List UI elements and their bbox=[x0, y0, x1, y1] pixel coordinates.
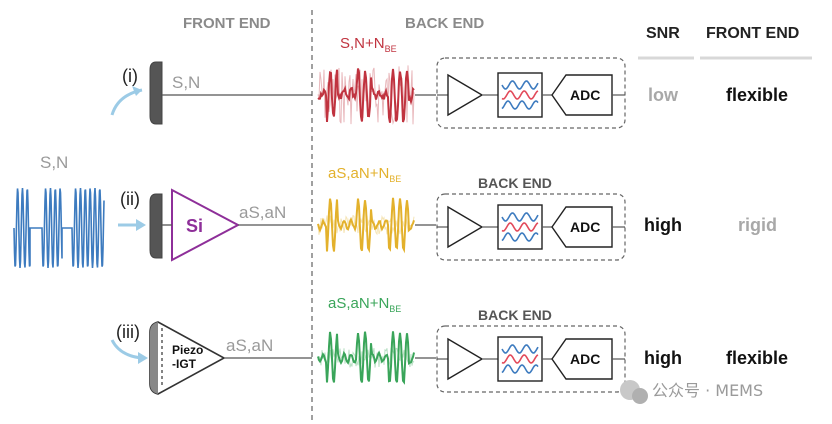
front-end-column-header: FRONT END bbox=[706, 25, 799, 42]
row-iii-backend-box-title: BACK END bbox=[478, 307, 552, 323]
row-ii-arrowhead-icon bbox=[136, 219, 146, 231]
signal-trace-0 bbox=[317, 68, 415, 123]
row-i-front-end-value: flexible bbox=[726, 85, 788, 105]
adc-label: ADC bbox=[570, 87, 600, 103]
row-i-backend-box bbox=[436, 57, 626, 129]
amplifier-icon bbox=[447, 73, 484, 117]
filter-wave-0 bbox=[501, 80, 539, 90]
row-iii-piezo-electrode bbox=[150, 322, 158, 394]
watermark-text: 公众号 · MEMS bbox=[652, 381, 763, 400]
row-ii-signal-label: aS,aN bbox=[239, 203, 286, 222]
snr-column-header: SNR bbox=[646, 25, 680, 42]
filter-wave-2 bbox=[501, 232, 539, 242]
row-iii-device-label-line2: -IGT bbox=[172, 357, 197, 371]
wechat-icon-bubble bbox=[632, 388, 648, 404]
row-iii-signal-chain: ADC bbox=[437, 336, 625, 382]
amplifier-icon bbox=[447, 337, 484, 381]
filter-wave-0 bbox=[501, 212, 539, 222]
row-ii-si-amplifier bbox=[171, 188, 241, 262]
row-ii-snr-value: high bbox=[644, 215, 682, 235]
row-iii: (iii) Piezo -IGT aS,aN aS,aN+NBE BACK EN… bbox=[110, 295, 788, 395]
amplifier-icon bbox=[447, 205, 484, 249]
filter-wave-0 bbox=[501, 344, 539, 354]
row-iii-noisy-waveform bbox=[317, 331, 415, 385]
filter-wave-2 bbox=[501, 364, 539, 374]
watermark: 公众号 · MEMS bbox=[620, 380, 763, 404]
row-iii-front-end-value: flexible bbox=[726, 348, 788, 368]
row-iii-roman-label: (iii) bbox=[116, 322, 140, 342]
row-ii-front-end-value: rigid bbox=[738, 215, 777, 235]
row-i-electrode bbox=[149, 61, 163, 125]
filter-wave-2 bbox=[501, 100, 539, 110]
row-iii-device-label-line1: Piezo bbox=[172, 343, 203, 357]
adc-label: ADC bbox=[570, 351, 600, 367]
row-i-signal-chain: ADC bbox=[437, 72, 625, 118]
row-ii-roman-label: (ii) bbox=[120, 189, 140, 209]
adc-label: ADC bbox=[570, 219, 600, 235]
row-i-signal-label: S,N bbox=[172, 73, 200, 92]
row-i-snr-value: low bbox=[648, 85, 679, 105]
row-iii-backend-label: aS,aN+NBE bbox=[328, 295, 401, 314]
row-ii-si-label: Si bbox=[186, 216, 203, 236]
row-ii-backend-label: aS,aN+NBE bbox=[328, 165, 401, 184]
row-iii-incoming-arrow bbox=[110, 339, 143, 360]
back-end-header: BACK END bbox=[405, 15, 484, 32]
row-i-backend-label: S,N+NBE bbox=[340, 35, 397, 54]
row-ii-noisy-waveform bbox=[317, 197, 415, 254]
input-wave-trace bbox=[13, 188, 105, 268]
input-signal-label: S,N bbox=[40, 153, 68, 172]
row-i-arrowhead-icon bbox=[132, 86, 142, 96]
row-ii: (ii) Si aS,aN aS,aN+NBE BACK END ADC hig… bbox=[118, 165, 777, 262]
filter-wave-1 bbox=[501, 222, 539, 232]
front-end-header: FRONT END bbox=[183, 15, 271, 32]
filter-wave-1 bbox=[501, 354, 539, 364]
filter-wave-1 bbox=[501, 90, 539, 100]
row-ii-signal-chain: ADC bbox=[437, 204, 625, 250]
row-i: (i) S,N S,N+NBE ADC low flexible bbox=[110, 35, 788, 129]
signal-trace-2 bbox=[317, 331, 415, 385]
row-i-noisy-waveform bbox=[317, 65, 415, 125]
row-iii-arrowhead-icon bbox=[138, 352, 148, 364]
row-iii-snr-value: high bbox=[644, 348, 682, 368]
row-ii-electrode bbox=[149, 193, 163, 259]
signal-trace-1 bbox=[317, 197, 415, 254]
row-ii-backend-box-title: BACK END bbox=[478, 175, 552, 191]
row-i-roman-label: (i) bbox=[122, 66, 138, 86]
input-signal-waveform bbox=[13, 188, 105, 268]
row-iii-signal-label: aS,aN bbox=[226, 336, 273, 355]
